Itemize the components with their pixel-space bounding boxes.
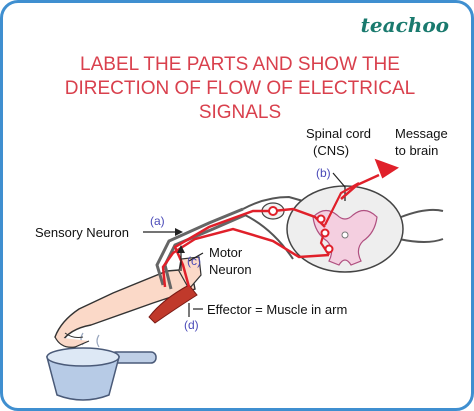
label-cns: (CNS) (313, 143, 349, 158)
title-line-1: LABEL THE PARTS AND SHOW THE (80, 54, 400, 75)
label-sensory-neuron: Sensory Neuron (35, 225, 129, 240)
label-spinal-cord: Spinal cord (306, 126, 371, 141)
tag-a: (a) (150, 214, 165, 228)
brand-logo: teachoo (360, 13, 449, 37)
nerve-roots (242, 195, 444, 260)
tag-d: (d) (184, 318, 199, 332)
label-motor: Motor (209, 245, 243, 260)
leader-lines (143, 172, 346, 317)
label-effector: Effector = Muscle in arm (207, 302, 347, 317)
message-arrow (340, 158, 400, 200)
tag-c: (c) (187, 254, 201, 268)
page-title: LABEL THE PARTS AND SHOW THE DIRECTION O… (3, 53, 471, 125)
nerve-bundle (155, 207, 246, 290)
label-message: Message (395, 126, 448, 141)
tag-b: (b) (316, 166, 331, 180)
neural-pathway (161, 182, 360, 288)
muscle-effector (148, 284, 198, 324)
label-to-brain: to brain (395, 143, 438, 158)
arm-illustration (54, 256, 202, 348)
label-neuron: Neuron (209, 262, 252, 277)
hot-bowl-illustration (46, 332, 157, 401)
spinal-cord-cross-section (286, 185, 404, 273)
reflex-arc-diagram: Spinal cord (CNS) Message to brain Senso… (35, 126, 448, 401)
title-line-3: SIGNALS (198, 102, 282, 123)
title-line-2: DIRECTION OF FLOW OF ELECTRICAL (64, 78, 416, 99)
